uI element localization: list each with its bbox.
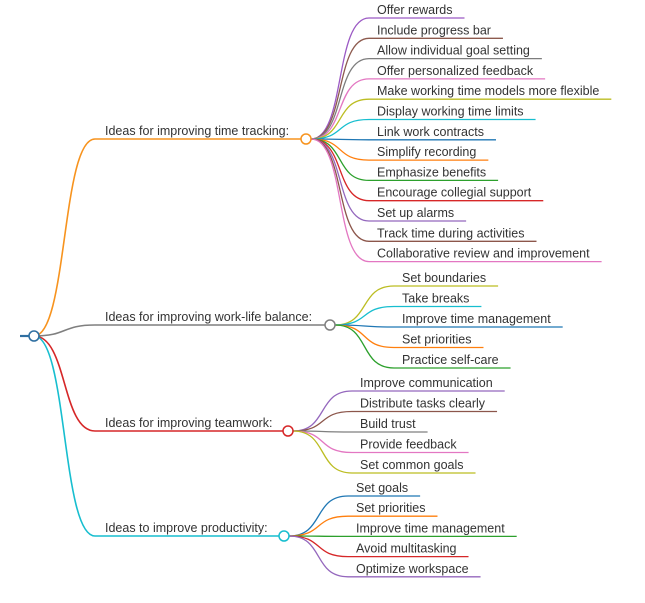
branch-1-child-9-emphasize-benefits-label: Emphasize benefits [377, 165, 486, 179]
branch-4-child-2-set-priorities-connector [288, 515, 349, 537]
branch-2-child-2-take-breaks-label: Take breaks [402, 292, 469, 306]
branch-1-child-2-include-progress-bar-label: Include progress bar [377, 23, 491, 37]
branch-4-child-1-set-goals-label: Set goals [356, 481, 408, 495]
branch-4-label: Ideas to improve productivity: [105, 521, 268, 535]
branch-4-child-4-avoid-multitasking-connector [288, 535, 349, 558]
branch-2-child-5-practice-self-care-connector [334, 324, 395, 369]
branch-1-child-5-make-working-time-models-more-flexible-connector [310, 98, 370, 140]
branch-1-child-13-collaborative-review-and-improvement-label: Collaborative review and improvement [377, 247, 590, 261]
branch-4-child-5-optimize-workspace-connector [288, 535, 349, 578]
branch-1-child-1-offer-rewards-connector [310, 17, 370, 140]
branch-4-connector [33, 335, 96, 537]
branch-1-child-5-make-working-time-models-more-flexible-label: Make working time models more flexible [377, 84, 599, 98]
branch-3-connector [33, 335, 96, 432]
branch-3-label: Ideas for improving teamwork: [105, 416, 272, 430]
branch-2-child-3-improve-time-management-label: Improve time management [402, 312, 551, 326]
branch-3-child-3-build-trust-label: Build trust [360, 417, 416, 431]
branch-1-connector [33, 138, 96, 337]
branch-4-child-4-avoid-multitasking-label: Avoid multitasking [356, 542, 457, 556]
connector-lines [20, 17, 612, 578]
branch-1-child-10-encourage-collegial-support-label: Encourage collegial support [377, 186, 532, 200]
branch-3-child-2-distribute-tasks-clearly-label: Distribute tasks clearly [360, 397, 486, 411]
branch-4-child-5-optimize-workspace-label: Optimize workspace [356, 562, 469, 576]
branch-3-node[interactable] [282, 425, 294, 437]
branch-1-child-6-display-working-time-limits-label: Display working time limits [377, 105, 524, 119]
branch-1-child-3-allow-individual-goal-setting-label: Allow individual goal setting [377, 44, 530, 58]
branch-1-child-12-track-time-during-activities-label: Track time during activities [377, 226, 525, 240]
branch-3-child-2-distribute-tasks-clearly-connector [292, 410, 353, 432]
branch-3-child-5-set-common-goals-label: Set common goals [360, 458, 464, 472]
branch-4-child-3-improve-time-management-label: Improve time management [356, 521, 505, 535]
branch-4-child-1-set-goals-connector [288, 495, 349, 537]
branch-3-child-4-provide-feedback-label: Provide feedback [360, 438, 457, 452]
branch-2-child-2-take-breaks-connector [334, 305, 395, 326]
branch-1-child-4-offer-personalized-feedback-label: Offer personalized feedback [377, 64, 534, 78]
branch-1-child-8-simplify-recording-label: Simplify recording [377, 145, 476, 159]
branch-2-label: Ideas for improving work-life balance: [105, 310, 312, 324]
branch-1-child-3-allow-individual-goal-setting-connector [310, 57, 370, 140]
branch-2-child-1-set-boundaries-connector [334, 285, 395, 326]
branch-3-child-5-set-common-goals-connector [292, 430, 353, 474]
branch-1-child-12-track-time-during-activities-connector [310, 138, 370, 242]
node-labels: Ideas for improving time tracking: Offer … [105, 3, 599, 576]
branch-1-child-7-link-work-contracts-label: Link work contracts [377, 125, 484, 139]
branch-3-child-4-provide-feedback-connector [292, 430, 353, 454]
root-node[interactable] [28, 330, 40, 342]
branch-2-child-4-set-priorities-label: Set priorities [402, 333, 471, 347]
branch-2-child-4-set-priorities-connector [334, 324, 395, 349]
branch-2-child-5-practice-self-care-label: Practice self-care [402, 353, 499, 367]
branch-2-child-1-set-boundaries-label: Set boundaries [402, 271, 486, 285]
branch-1-child-1-offer-rewards-label: Offer rewards [377, 3, 453, 17]
branch-3-child-1-improve-communication-label: Improve communication [360, 376, 493, 390]
branch-1-label: Ideas for improving time tracking: [105, 124, 289, 138]
branch-4-child-2-set-priorities-label: Set priorities [356, 501, 425, 515]
branch-1-child-13-collaborative-review-and-improvement-connector [310, 138, 370, 263]
branch-1-child-2-include-progress-bar-connector [310, 37, 370, 140]
branch-1-node[interactable] [300, 133, 312, 145]
branch-4-node[interactable] [278, 530, 290, 542]
branch-2-connector [33, 324, 96, 337]
branch-1-child-11-set-up-alarms-label: Set up alarms [377, 206, 454, 220]
node-circles [28, 133, 336, 542]
branch-3-child-1-improve-communication-connector [292, 390, 353, 432]
branch-1-child-4-offer-personalized-feedback-connector [310, 78, 370, 140]
branch-2-node[interactable] [324, 319, 336, 331]
